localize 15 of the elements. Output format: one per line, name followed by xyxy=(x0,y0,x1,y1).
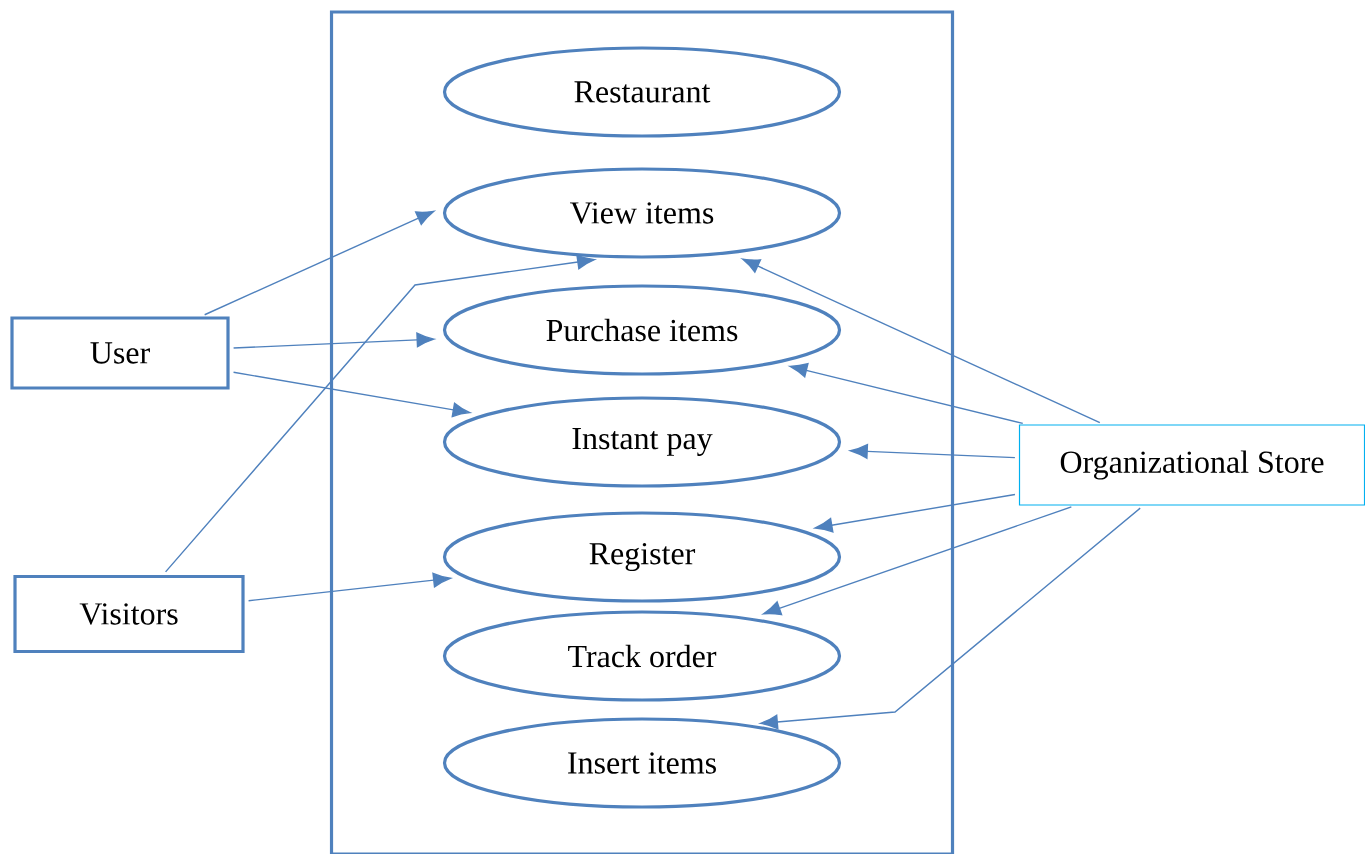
arrow xyxy=(762,506,1073,616)
arrow xyxy=(760,507,1141,730)
actor-box: Organizational Store xyxy=(1018,424,1365,506)
arrow xyxy=(849,443,1016,459)
arrow xyxy=(789,363,1024,425)
arrow xyxy=(232,371,471,418)
arrow xyxy=(814,493,1016,533)
actor-box: Visitors xyxy=(13,574,245,654)
arrow xyxy=(164,254,596,573)
arrow xyxy=(232,332,435,349)
arrow xyxy=(741,258,1101,424)
actor-box: User xyxy=(10,316,230,390)
arrow xyxy=(203,210,435,316)
arrow xyxy=(247,572,451,602)
system-boundary xyxy=(329,10,955,854)
